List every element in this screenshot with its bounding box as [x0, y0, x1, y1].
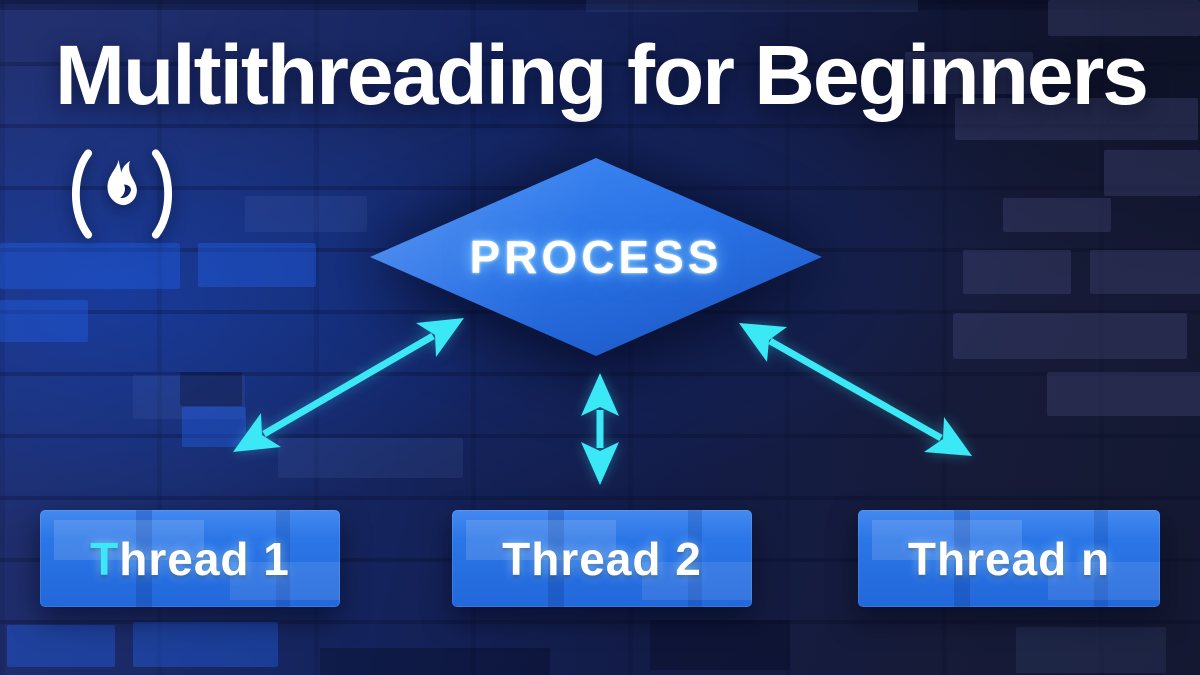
thread-1-box: Thread 1 — [40, 510, 340, 607]
thread-1-label: Thread 1 — [90, 532, 290, 586]
brick-decor — [1003, 198, 1111, 232]
brick-decor — [586, 0, 918, 12]
brick-decor — [953, 313, 1187, 359]
process-label: PROCESS — [469, 231, 723, 283]
brick-decor — [133, 375, 245, 419]
right-parenthesis — [151, 149, 173, 239]
thread-2-label: Thread 2 — [502, 532, 702, 585]
brick-decor — [1016, 627, 1166, 673]
brick-decor — [133, 622, 278, 667]
brick-decor — [180, 372, 242, 406]
brick-decor — [198, 243, 316, 287]
freecodecamp-flame-icon — [71, 149, 173, 239]
brick-decor — [1047, 372, 1200, 416]
brick-decor — [1090, 250, 1200, 294]
brick-decor — [0, 300, 88, 342]
thread-n-label: Thread n — [907, 532, 1111, 585]
brick-decor — [955, 98, 1198, 140]
brick-decor — [1104, 150, 1200, 196]
flame-icon — [107, 159, 137, 206]
brick-decor — [182, 407, 246, 447]
thread-1-label-highlight: T — [90, 532, 120, 585]
process-node: PROCESS — [370, 158, 822, 356]
brick-decor — [0, 0, 1200, 10]
brick-decor — [278, 438, 463, 478]
brick-decor — [0, 243, 180, 289]
brick-decor — [963, 250, 1071, 294]
brick-decor — [905, 52, 1033, 94]
brick-decor — [245, 196, 367, 232]
freecodecamp-logo — [57, 148, 187, 240]
thread-1-label-rest: hread 1 — [119, 532, 290, 585]
brick-decor — [1048, 0, 1200, 36]
brick-decor — [650, 620, 790, 670]
thread-n-box: Thread n — [858, 510, 1160, 607]
process-diamond-shape: PROCESS — [370, 158, 822, 356]
left-parenthesis — [71, 149, 93, 239]
brick-decor — [320, 648, 550, 675]
page-title: Multithreading for Beginners — [55, 28, 1149, 122]
thread-2-box: Thread 2 — [452, 510, 752, 607]
brick-decor — [7, 625, 115, 667]
